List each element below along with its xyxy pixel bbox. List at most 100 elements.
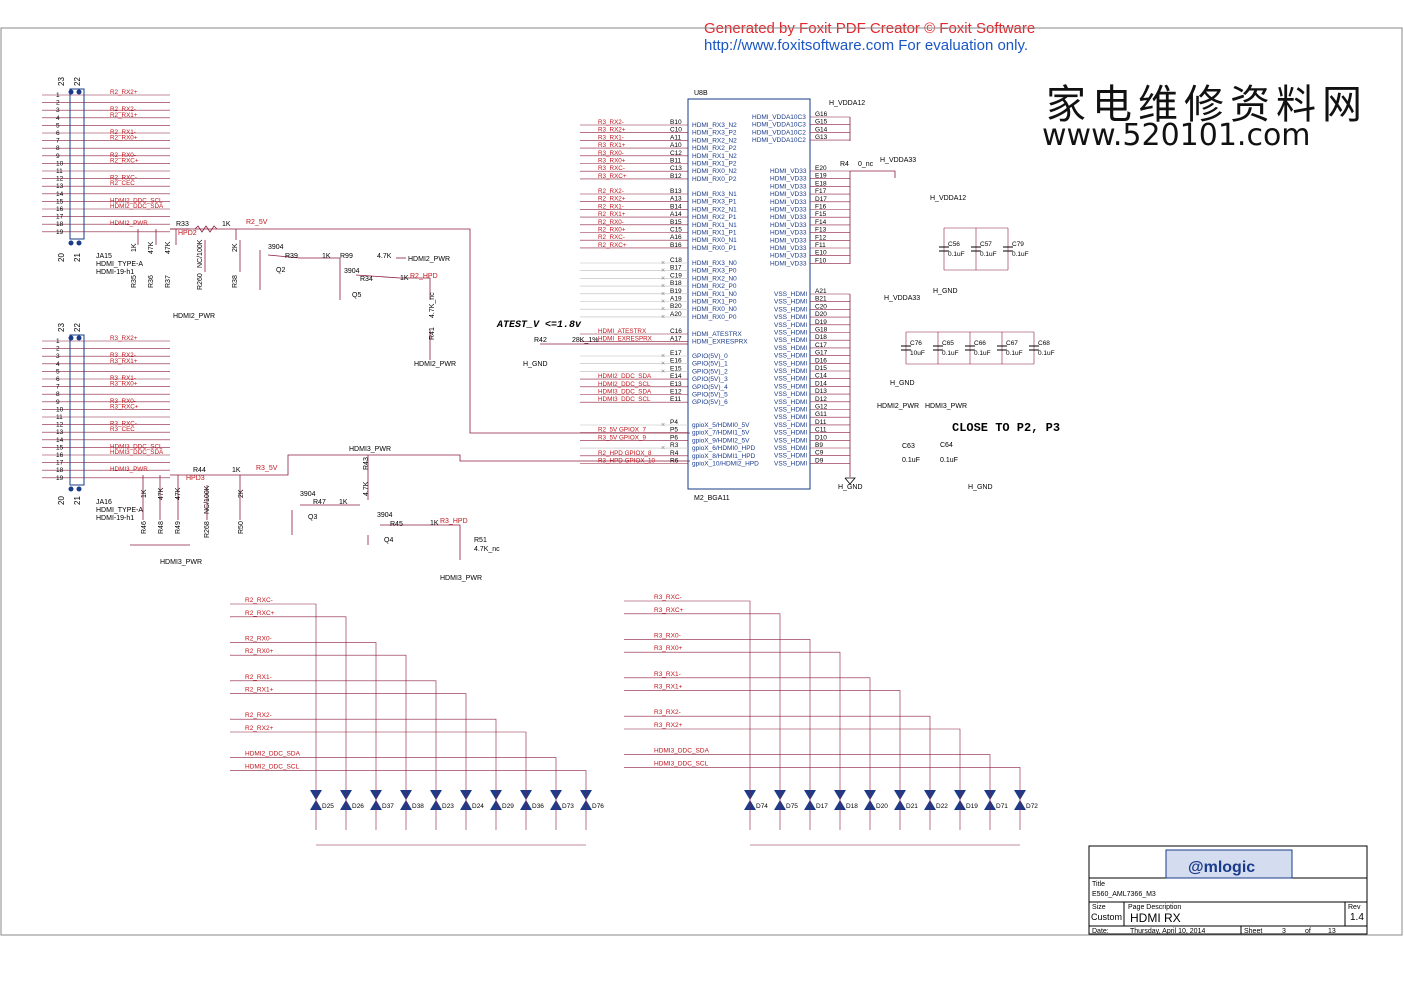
chip-pin-number: B10 — [670, 119, 682, 126]
ja16-part: HDMI-19-h1 — [96, 515, 134, 522]
svg-text:H_GND: H_GND — [523, 361, 548, 368]
svg-text:0_nc: 0_nc — [858, 161, 874, 168]
svg-text:H_VDDA12: H_VDDA12 — [829, 100, 865, 107]
svg-text:2K: 2K — [232, 243, 239, 252]
chip-net-label: R2_RX1+ — [598, 211, 626, 218]
svg-text:1K: 1K — [322, 253, 331, 260]
chip-pin-function: HDMI_RX1_N2 — [692, 153, 737, 160]
svg-text:23: 23 — [57, 77, 66, 86]
svg-text:23: 23 — [57, 323, 66, 332]
esd-net-label: R3_RXC+ — [654, 607, 684, 614]
capacitor-ref: C67 — [1006, 340, 1018, 347]
svg-text:3904: 3904 — [377, 512, 393, 519]
capacitor-ref: C65 — [942, 340, 954, 347]
svg-text:R49: R49 — [175, 521, 182, 534]
esd-net-label: R3_RX0- — [654, 632, 681, 639]
chip-pin-function: HDMI_VD33 — [770, 191, 807, 198]
capacitor-ref: C56 — [948, 241, 960, 248]
svg-text:HDMI3_PWR: HDMI3_PWR — [440, 575, 482, 582]
esd-net-label: R3_RXC- — [654, 594, 682, 601]
chip-pin-function: VSS_HDMI — [774, 430, 807, 437]
svg-text:HDMI2_PWR: HDMI2_PWR — [408, 256, 450, 263]
chip-pin-function: HDMI_VD33 — [770, 222, 807, 229]
esd-diode-ref: D20 — [876, 803, 888, 810]
svg-text:4.7K_nc: 4.7K_nc — [429, 292, 436, 318]
no-connect-mark: × — [661, 445, 665, 452]
chip-net-label: R3_RX0- — [598, 150, 624, 157]
svg-text:HDMI2_PWR: HDMI2_PWR — [877, 403, 919, 410]
svg-text:4.7K_nc: 4.7K_nc — [474, 546, 500, 553]
chip-pin-function: HDMI_RX2_N1 — [692, 206, 737, 213]
connector-pin-number: 13 — [56, 183, 64, 190]
svg-text:21: 21 — [73, 496, 82, 505]
connector-pin-number: 18 — [56, 221, 64, 228]
esd-net-label: R2_RXC+ — [245, 610, 275, 617]
connector-pin-number: 4 — [56, 115, 60, 122]
chip-pin-function: GPIO(5V)_6 — [692, 399, 728, 406]
chip-pin-number: A11 — [670, 134, 681, 141]
svg-text:0.1uF: 0.1uF — [902, 457, 920, 464]
no-connect-mark: × — [661, 314, 665, 321]
chip-pin-function: HDMI_VD33 — [770, 168, 807, 175]
esd-net-label: R3_RX2+ — [654, 722, 683, 729]
chip-net-label: R3_HPD GPIOX_10 — [598, 458, 656, 465]
chip-pin-function: HDMI_RX1_P1 — [692, 230, 737, 237]
svg-text:R50: R50 — [238, 521, 245, 534]
chip-pin-function: GPIO(5V)_5 — [692, 392, 728, 399]
ja15-hpd-net: HPD2 — [178, 230, 197, 237]
chip-pin-number: R4 — [670, 450, 679, 457]
sheet-border — [0, 27, 1403, 936]
chip-pin-function: HDMI_VD33 — [770, 183, 807, 190]
chip-pin-function: VSS_HDMI — [774, 345, 807, 352]
chip-pin-function: VSS_HDMI — [774, 291, 807, 298]
esd-diode-ref: D74 — [756, 803, 768, 810]
no-connect-mark: × — [661, 368, 665, 375]
chip-pin-number: G15 — [815, 119, 828, 126]
foxit-evaluation-notice: http://www.foxitsoftware.com For evaluat… — [704, 37, 1029, 54]
svg-text:22: 22 — [73, 77, 82, 86]
chip-net-label: R2_RX1- — [598, 203, 624, 210]
svg-text:0.1uF: 0.1uF — [940, 457, 958, 464]
connector-net-label: HDMI2_DDC_SCL — [110, 197, 163, 204]
esd-diode-ref: D71 — [996, 803, 1008, 810]
no-connect-mark: × — [661, 353, 665, 360]
svg-text:Thursday, April 10, 2014: Thursday, April 10, 2014 — [1130, 928, 1205, 935]
chip-pin-number: C14 — [815, 373, 827, 380]
svg-text:1.4: 1.4 — [1350, 912, 1364, 923]
ja15-ref: JA15 — [96, 253, 112, 260]
svg-text:R38: R38 — [232, 275, 239, 288]
chip-pin-number: B17 — [670, 265, 682, 272]
esd-net-label: R2_RXC- — [245, 597, 273, 604]
svg-text:28K_1%: 28K_1% — [572, 337, 598, 344]
chip-pin-number: A10 — [670, 142, 682, 149]
esd-net-label: HDMI3_DDC_SDA — [654, 748, 710, 755]
connector-pin-number: 15 — [56, 198, 64, 205]
chip-pin-number: F14 — [815, 219, 827, 226]
svg-text:R35: R35 — [131, 275, 138, 288]
chip-pin-number: A14 — [670, 211, 682, 218]
svg-text:R39: R39 — [285, 253, 298, 260]
chip-pin-number: P4 — [670, 419, 678, 426]
capacitor-value: 0.1uF — [1038, 350, 1055, 357]
chip-pin-number: A20 — [670, 311, 682, 318]
chip-pin-number: D19 — [815, 319, 827, 326]
chip-pin-function: gpioX_7/HDMI1_5V — [692, 430, 750, 437]
svg-text:E560_AML7366_M3: E560_AML7366_M3 — [1092, 891, 1156, 898]
chip-net-label: R2_RXC- — [598, 234, 625, 241]
svg-text:HDMI2_PWR: HDMI2_PWR — [173, 313, 215, 320]
svg-text:R2_5V: R2_5V — [246, 219, 268, 226]
capacitor-ref: C68 — [1038, 340, 1050, 347]
svg-text:C63: C63 — [902, 443, 915, 450]
svg-text:13: 13 — [1328, 928, 1336, 935]
ja16-type: HDMI_TYPE-A — [96, 507, 143, 514]
esd-net-label: R3_RX1- — [654, 671, 681, 678]
chip-pin-function: VSS_HDMI — [774, 453, 807, 460]
connector-pin-number: 11 — [56, 168, 63, 175]
chip-pin-function: HDMI_VD33 — [770, 176, 807, 183]
chip-pin-function: HDMI_ATESTRX — [692, 331, 742, 338]
capacitor-value: 0.1uF — [980, 251, 997, 258]
connector-net-label: HDMI3_PWR — [110, 466, 148, 473]
chip-pin-number: R6 — [670, 458, 679, 465]
connector-net-label: R2_CEC — [110, 180, 135, 187]
ja16-ref: JA16 — [96, 499, 112, 506]
